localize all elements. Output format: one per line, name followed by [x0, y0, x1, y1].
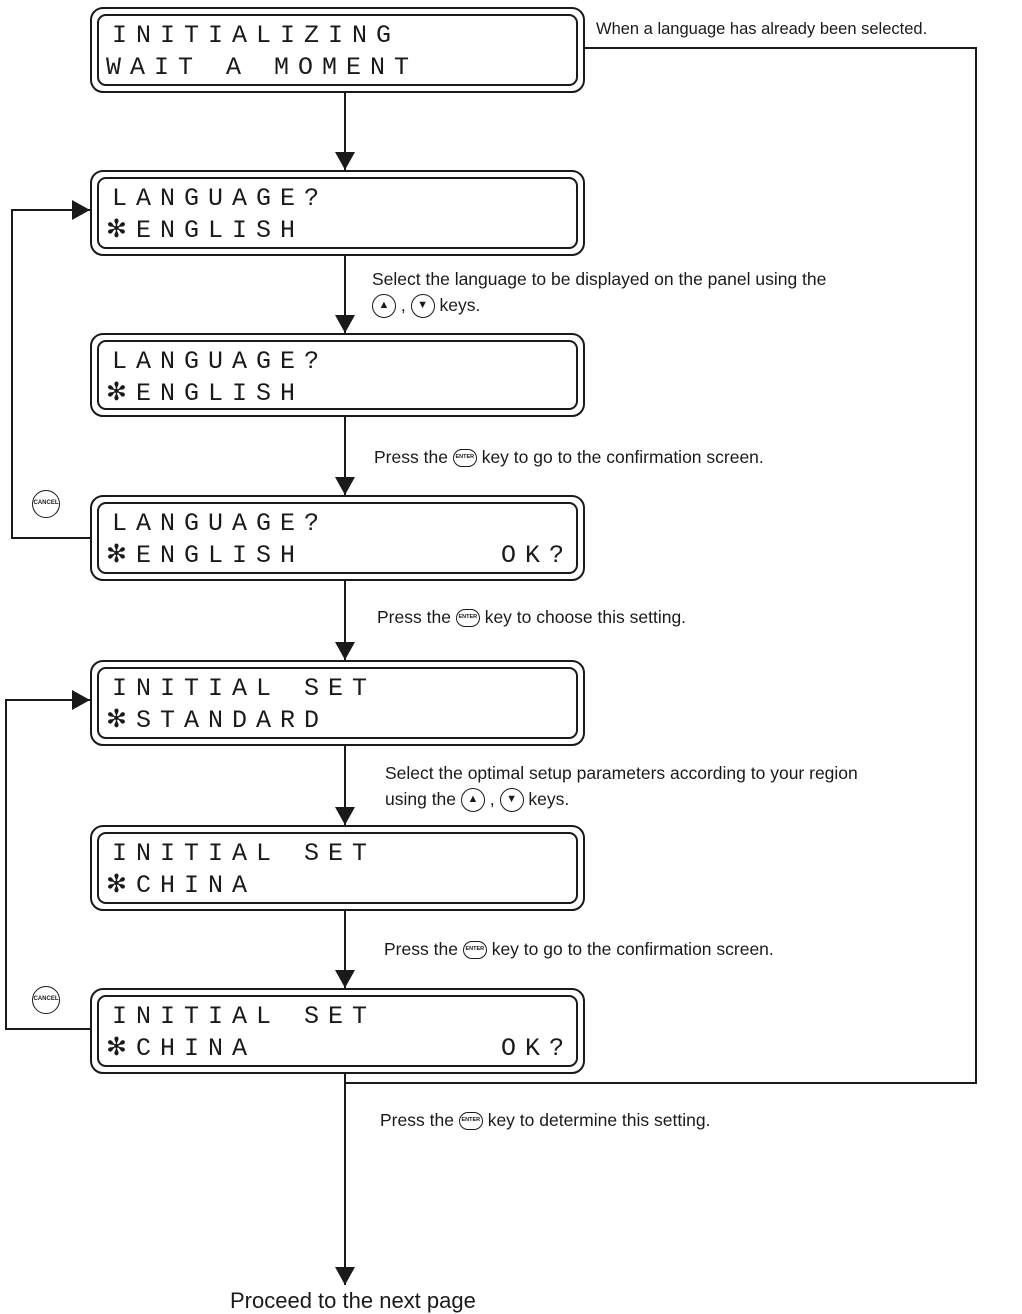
lcd-screen-language-2: LANGUAGE? ✻ENGLISH — [90, 333, 585, 417]
note-text: Press the — [377, 607, 451, 627]
note-comma: , — [489, 789, 495, 809]
note-text: When a language has already been selecte… — [596, 20, 928, 38]
lcd-line-2: ✻CHINA — [106, 871, 256, 900]
lcd-screen-initial-set-1: INITIAL SET ✻STANDARD — [90, 660, 585, 746]
lcd-line-1: LANGUAGE? — [112, 347, 329, 376]
lcd-line-2: ✻STANDARD — [106, 706, 328, 735]
lcd-bezel — [97, 502, 578, 574]
note-go-confirm-language: Press the ENTER key to go to the confirm… — [374, 444, 764, 470]
note-text: using the — [385, 789, 457, 809]
note-text: Press the — [380, 1110, 454, 1130]
note-go-confirm-region: Press the ENTER key to go to the confirm… — [384, 936, 774, 962]
note-text: Press the — [374, 447, 448, 467]
lcd-line-1: INITIALIZING — [112, 21, 401, 50]
lcd-screen-initial-set-2: INITIAL SET ✻CHINA — [90, 825, 585, 911]
lcd-bezel — [97, 177, 578, 249]
cancel-key-icon: CANCEL — [32, 490, 60, 518]
lcd-line-1: INITIAL SET — [112, 674, 377, 703]
lcd-bezel — [97, 340, 578, 410]
note-text: Select the optimal setup parameters acco… — [385, 763, 858, 783]
enter-key-icon: ENTER — [462, 941, 487, 960]
lcd-line-2: ✻ENGLISH — [106, 216, 304, 245]
lcd-line-1: INITIAL SET — [112, 839, 377, 868]
note-text: Press the — [384, 939, 458, 959]
lcd-screen-language-1: LANGUAGE? ✻ENGLISH — [90, 170, 585, 256]
enter-key-icon: ENTER — [455, 609, 480, 628]
lcd-line-2: WAIT A MOMENT — [106, 53, 419, 82]
lcd-bezel — [97, 667, 578, 739]
cancel-key-icon: CANCEL — [32, 986, 60, 1014]
note-text: keys. — [528, 789, 570, 809]
note-text: key to choose this setting. — [484, 607, 687, 627]
lcd-bezel — [97, 832, 578, 904]
note-text: Select the language to be displayed on t… — [372, 269, 827, 289]
lcd-line-2: ✻ENGLISH — [106, 541, 304, 570]
down-key-icon: ▼ — [499, 788, 524, 813]
lcd-bezel — [97, 14, 578, 86]
lcd-screen-language-confirm: LANGUAGE? ✻ENGLISH OK? — [90, 495, 585, 581]
note-select-language: Select the language to be displayed on t… — [372, 266, 827, 319]
down-key-icon: ▼ — [410, 294, 435, 319]
lcd-line-1: INITIAL SET — [112, 1002, 377, 1031]
up-key-icon: ▲ — [372, 294, 396, 319]
lcd-screen-initial-set-confirm: INITIAL SET ✻CHINA OK? — [90, 988, 585, 1074]
lcd-bezel — [97, 995, 578, 1067]
lcd-line-2: ✻ENGLISH — [106, 379, 304, 408]
note-text: keys. — [439, 295, 481, 315]
note-determine-setting: Press the ENTER key to determine this se… — [380, 1107, 710, 1133]
note-already-selected: When a language has already been selecte… — [596, 16, 927, 42]
lcd-line-2: ✻CHINA — [106, 1034, 256, 1063]
note-comma: , — [400, 295, 406, 315]
lcd-ok-prompt: OK? — [500, 1034, 573, 1063]
proceed-next-page: Proceed to the next page — [230, 1288, 476, 1313]
lcd-screen-initializing: INITIALIZING WAIT A MOMENT — [90, 7, 585, 93]
lcd-line-1: LANGUAGE? — [112, 184, 329, 213]
note-text: key to go to the confirmation screen. — [481, 447, 764, 467]
note-choose-setting: Press the ENTER key to choose this setti… — [377, 604, 686, 630]
enter-key-icon: ENTER — [452, 449, 477, 468]
up-key-icon: ▲ — [460, 788, 485, 813]
note-text: key to determine this setting. — [487, 1110, 711, 1130]
note-select-region: Select the optimal setup parameters acco… — [385, 760, 858, 813]
note-text: key to go to the confirmation screen. — [491, 939, 774, 959]
lcd-line-1: LANGUAGE? — [112, 509, 329, 538]
enter-key-icon: ENTER — [458, 1112, 483, 1131]
lcd-ok-prompt: OK? — [500, 541, 573, 570]
